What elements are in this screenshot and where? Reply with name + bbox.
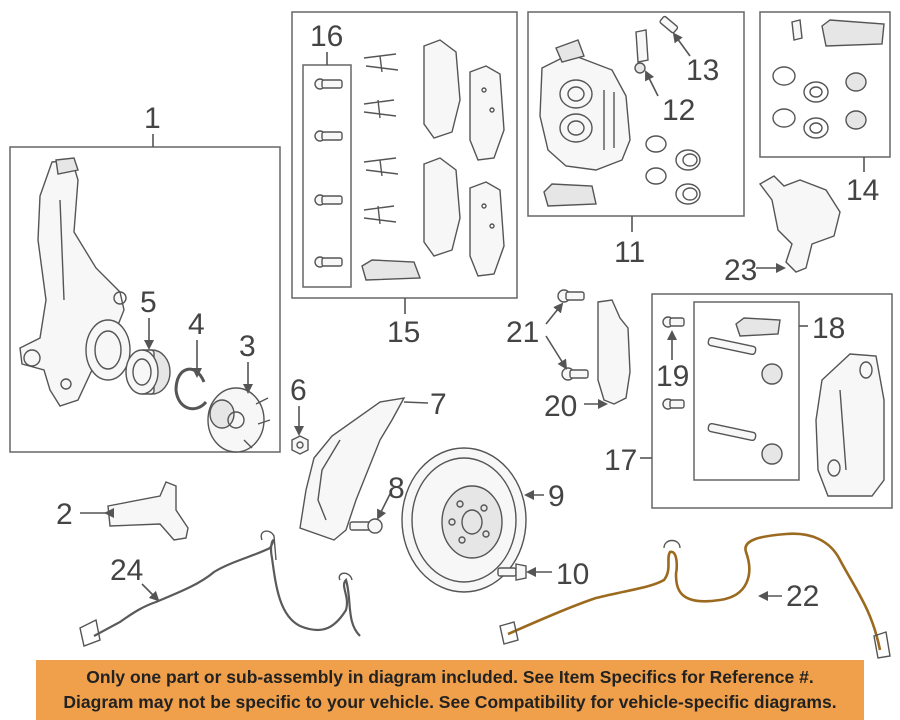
steering-knuckle [19, 157, 131, 407]
callout-10: 10 [556, 558, 589, 591]
hub-nut [291, 435, 309, 455]
leader-lines [80, 32, 865, 602]
wheel-hub [207, 387, 271, 453]
bracket-box [651, 293, 893, 509]
notice-line-2: Diagram may not be specific to your vehi… [63, 692, 837, 712]
callout-15: 15 [387, 316, 420, 349]
callout-11: 11 [614, 236, 645, 269]
guide-pins [707, 317, 783, 465]
wear-indicator [361, 259, 421, 281]
wheel-bearing [125, 349, 171, 395]
callout-4: 4 [188, 308, 205, 341]
brake-rotor [401, 447, 527, 593]
callout-12: 12 [662, 94, 695, 127]
callout-20: 20 [544, 390, 577, 423]
callout-5: 5 [140, 286, 157, 319]
callout-labels: 1 2 3 4 5 6 7 8 9 10 11 12 13 14 15 16 1… [56, 20, 879, 613]
caliper-bracket [815, 353, 885, 497]
callout-19: 19 [656, 360, 689, 393]
callout-1: 1 [144, 102, 161, 135]
pad-clips [363, 53, 399, 225]
callout-13: 13 [686, 54, 719, 87]
abs-sensor-right [499, 532, 891, 659]
callout-2: 2 [56, 498, 73, 531]
seal-kit-box [759, 11, 891, 158]
notice-line-1: Only one part or sub-assembly in diagram… [86, 667, 814, 687]
callout-7: 7 [430, 388, 447, 421]
slide-kit-box [693, 301, 800, 481]
callout-22: 22 [786, 580, 819, 613]
caliper-pad-plate [543, 183, 597, 207]
callout-6: 6 [290, 374, 307, 407]
callout-24: 24 [110, 554, 143, 587]
bleeder-screw [659, 15, 679, 34]
notice-banner: Only one part or sub-assembly in diagram… [36, 660, 864, 720]
rotor-screw [497, 563, 527, 581]
callout-9: 9 [548, 480, 565, 513]
bleeder-bracket [635, 29, 649, 63]
snap-ring [174, 367, 208, 411]
seal-kit [772, 19, 885, 139]
callout-17: 17 [604, 444, 637, 477]
bleeder-cap [634, 62, 646, 74]
callout-21: 21 [506, 316, 539, 349]
knuckle-box [9, 146, 281, 453]
brake-pads [423, 39, 505, 277]
bolt-sub-box [302, 64, 352, 288]
callout-16: 16 [310, 20, 343, 53]
splash-shield-bracket [107, 481, 189, 541]
pad-bolts [314, 78, 343, 268]
abs-sensor-left [79, 530, 361, 647]
brake-splash-shield [299, 397, 406, 541]
bracket-plate [597, 299, 631, 405]
caliper-box [527, 11, 745, 217]
callout-8: 8 [388, 472, 405, 505]
callout-23: 23 [724, 254, 757, 287]
guide-bolts [662, 316, 685, 410]
shield-adapter [758, 175, 841, 273]
caliper-housing [539, 39, 631, 171]
caliper-seals [645, 135, 701, 205]
parts-diagram: 1 2 3 4 5 6 7 8 9 10 11 12 13 14 15 16 1… [9, 11, 893, 659]
callout-3: 3 [239, 330, 256, 363]
callout-14: 14 [846, 174, 879, 207]
callout-18: 18 [812, 312, 845, 345]
shield-bolt [349, 518, 383, 534]
bracket-bolts [557, 289, 589, 381]
